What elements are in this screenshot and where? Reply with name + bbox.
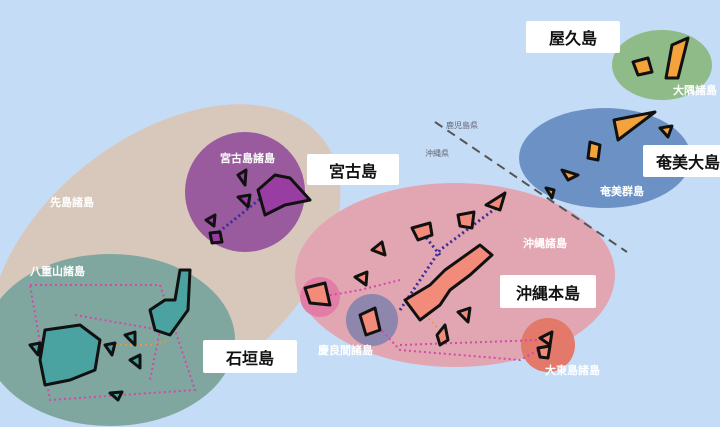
callout-miyakojima: 宮古島	[307, 154, 399, 185]
region-label-amami: 奄美群島	[600, 185, 644, 198]
miyakojima-island	[256, 173, 312, 217]
yakushima-island	[631, 56, 654, 77]
route-lines-orange	[100, 314, 441, 346]
region-label-miyako: 宮古島諸島	[220, 152, 275, 165]
islands	[28, 36, 690, 402]
prefecture-border	[434, 121, 628, 253]
okinawa-honto-island	[403, 243, 494, 322]
iriomote-island	[38, 323, 102, 387]
region-label-sakishima: 先島諸島	[50, 196, 94, 209]
region-label-osumi: 大隅諸島	[673, 84, 717, 97]
amami-region	[519, 108, 691, 208]
region-label-kerama: 慶良間諸島	[318, 344, 373, 357]
region-label-yaeyama: 八重山諸島	[30, 265, 85, 278]
kagoshima-pref-label: 鹿児島県	[446, 121, 478, 130]
region-label-okinawa: 沖縄諸島	[523, 237, 567, 250]
amami-oshima-island	[612, 110, 657, 142]
callout-amami-oshima: 奄美大島	[643, 145, 720, 177]
callout-yakushima: 屋久島	[526, 21, 620, 53]
ishigakijima-island	[148, 268, 192, 337]
okinawa-pref-label: 沖縄県	[425, 149, 449, 158]
callout-okinawa-honto: 沖縄本島	[500, 275, 596, 308]
region-label-daito: 大東島諸島	[545, 364, 600, 377]
callout-ishigakijima: 石垣島	[203, 340, 297, 373]
tanegashima-island	[664, 36, 690, 80]
